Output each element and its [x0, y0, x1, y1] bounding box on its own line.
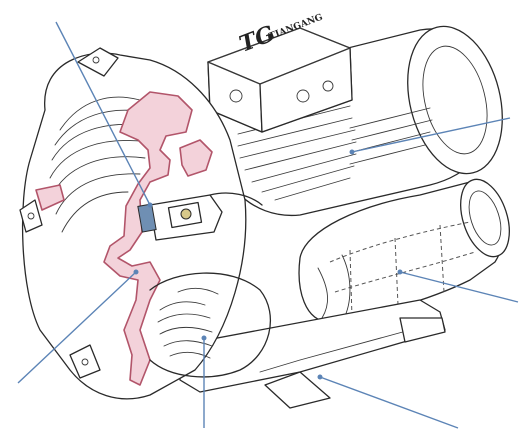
point-lower-left	[133, 269, 139, 275]
cutaway-section	[35, 91, 213, 386]
impeller	[149, 272, 272, 378]
callout-points	[133, 149, 403, 380]
leader-lower-left	[17, 271, 137, 384]
point-base	[317, 374, 323, 380]
shaft-assembly	[137, 192, 263, 241]
leader-top-left	[55, 21, 151, 206]
leader-muffler	[399, 271, 519, 303]
point-top-left	[147, 202, 153, 208]
base-plate	[179, 299, 446, 409]
point-muffler	[397, 269, 403, 275]
leader-base	[319, 376, 459, 429]
callout-leaders	[17, 21, 519, 429]
leader-motor	[351, 117, 511, 153]
muffler	[298, 178, 510, 323]
point-motor	[349, 149, 355, 155]
terminal-box	[206, 27, 353, 133]
point-impeller	[201, 335, 207, 341]
